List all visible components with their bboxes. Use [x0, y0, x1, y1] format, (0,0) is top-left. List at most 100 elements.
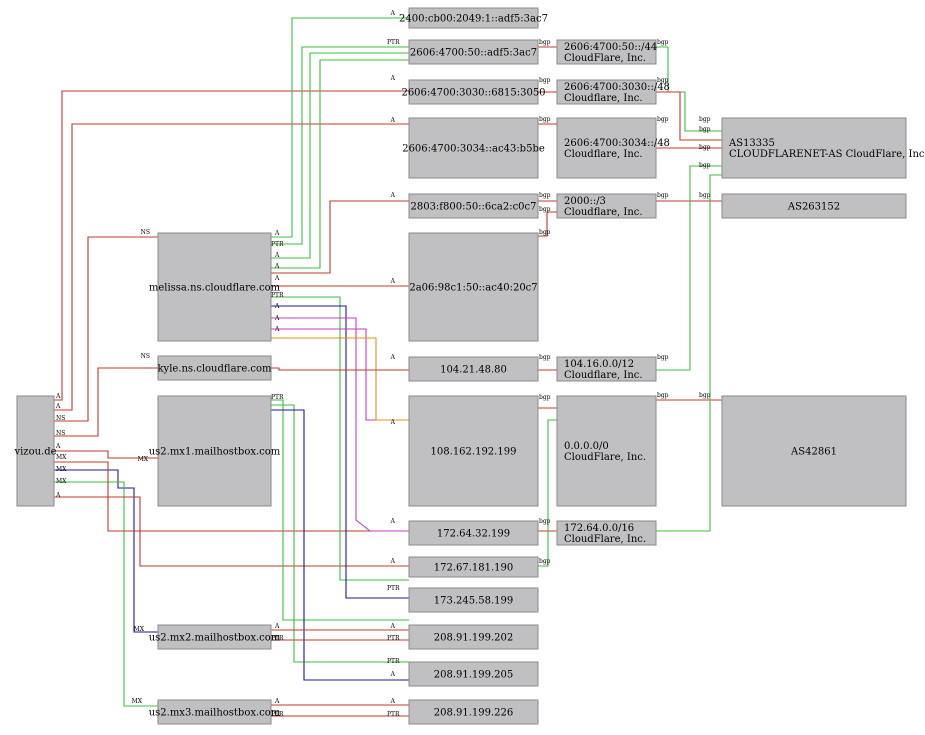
node-as263152[interactable]: AS263152: [721, 193, 907, 219]
node-box: [16, 395, 55, 507]
edge-label: bgp: [699, 392, 711, 399]
node-kyle[interactable]: kyle.ns.cloudflare.com: [157, 355, 272, 381]
edge-label: PTR: [387, 585, 400, 592]
node-box: [408, 232, 539, 342]
node-label: 104.21.48.80: [440, 365, 507, 376]
node-box: [157, 232, 272, 342]
edge-melissa-ptr-17267: [271, 296, 409, 581]
node-ip10421[interactable]: 104.21.48.80: [408, 356, 539, 382]
node-ip108[interactable]: 108.162.192.199: [408, 395, 539, 507]
node-label: AS13335: [728, 138, 775, 149]
node-ip17267[interactable]: 172.67.181.190: [408, 556, 539, 578]
node-box: [408, 661, 539, 687]
node-ip2a06[interactable]: 2a06:98c1:50::ac40:20c7: [408, 232, 539, 342]
node-box: [556, 520, 657, 546]
node-mx3[interactable]: us2.mx3.mailhostbox.com: [149, 699, 281, 725]
edge-label: PTR: [387, 711, 400, 718]
edge-label: bgp: [539, 77, 551, 84]
edge-vizou-a-17264: [54, 461, 409, 532]
node-label: 172.64.0.0/16: [564, 523, 634, 534]
node-box: [157, 395, 272, 507]
node-ip17264[interactable]: 172.64.32.199: [408, 520, 539, 546]
node-box: [408, 193, 539, 219]
edge-label: A: [274, 326, 280, 333]
edge-label: MX: [134, 626, 145, 633]
node-label: Cloudflare, Inc.: [564, 370, 643, 381]
node-mx2[interactable]: us2.mx2.mailhostbox.com: [149, 624, 281, 650]
node-label: vizou.de: [13, 447, 56, 458]
node-box: [721, 193, 907, 219]
node-label: 172.64.32.199: [437, 529, 510, 540]
node-ip202[interactable]: 208.91.199.202: [408, 624, 539, 650]
node-box: [408, 587, 539, 613]
node-label: 0.0.0.0/0: [564, 441, 609, 452]
edge-label: A: [390, 419, 396, 426]
node-ip3034[interactable]: 2606:4700:3034::ac43:b5be: [402, 117, 545, 179]
node-ip2606adf5[interactable]: 2606:4700:50::adf5:3ac7: [408, 39, 539, 65]
edge-vizou-a-3034: [54, 123, 409, 411]
edge-label: PTR: [271, 635, 284, 642]
edge-mx1-a-205: [271, 409, 409, 681]
node-box: [721, 117, 907, 179]
bgp-48a-as13335: [656, 91, 722, 141]
node-label: 208.91.199.205: [434, 670, 514, 681]
node-label: CloudFlare, Inc.: [564, 452, 646, 463]
edge-label: A: [274, 623, 280, 630]
edge-kyle-a-10421: [271, 367, 409, 371]
node-label: 2606:4700:50::adf5:3ac7: [410, 48, 537, 59]
node-box: [408, 520, 539, 546]
node-box: [408, 7, 539, 29]
node-ip2803[interactable]: 2803:f800:50::6ca2:c0c7: [408, 193, 539, 219]
edge-label: PTR: [387, 39, 400, 46]
edge-label: bgp: [657, 354, 669, 361]
node-vizou[interactable]: vizou.de: [13, 395, 57, 507]
edge-label: bgp: [539, 558, 551, 565]
node-label: CloudFlare, Inc.: [564, 534, 646, 545]
edge-label: bgp: [539, 354, 551, 361]
bgp-17267-0: [538, 419, 557, 567]
node-as42861[interactable]: AS42861: [721, 395, 907, 507]
edge-label: A: [55, 393, 61, 400]
node-melissa[interactable]: melissa.ns.cloudflare.com: [149, 232, 281, 342]
edge-label: A: [274, 230, 280, 237]
edge-label: A: [390, 117, 396, 124]
node-ip2400[interactable]: 2400:cb00:2049:1::adf5:3ac7: [399, 7, 548, 29]
node-label: 2803:f800:50::6ca2:c0c7: [410, 202, 536, 213]
edge-label: NS: [141, 353, 150, 360]
edge-label: PTR: [387, 635, 400, 642]
node-box: [408, 556, 539, 578]
edge-label: bgp: [539, 229, 551, 236]
edge-vizou-ns-kyle: [54, 367, 158, 437]
edge-label: A: [390, 671, 396, 678]
node-label: 2606:4700:3030::6815:3050: [401, 88, 545, 99]
node-label: us2.mx2.mailhostbox.com: [149, 633, 281, 644]
edge-label: bgp: [699, 192, 711, 199]
node-box: [556, 79, 657, 105]
bgp-104-as13335: [656, 165, 722, 371]
edge-label: MX: [138, 456, 149, 463]
node-ip205[interactable]: 208.91.199.205: [408, 661, 539, 687]
node-ip173[interactable]: 173.245.58.199: [408, 587, 539, 613]
bgp-172-as13335: [656, 174, 722, 532]
edge-label: bgp: [539, 39, 551, 46]
node-box: [408, 624, 539, 650]
edge-mx1-ptr: [271, 399, 409, 621]
node-label: melissa.ns.cloudflare.com: [149, 283, 281, 294]
edge-label: A: [55, 443, 61, 450]
node-mx1[interactable]: us2.mx1.mailhostbox.com: [149, 395, 281, 507]
node-label: 208.91.199.226: [434, 708, 514, 719]
node-ip226[interactable]: 208.91.199.226: [408, 699, 539, 725]
node-label: Cloudflare, Inc.: [564, 207, 643, 218]
edge-melissa-a-adf5b: [271, 59, 409, 269]
node-ip3030[interactable]: 2606:4700:3030::6815:3050: [401, 79, 546, 105]
